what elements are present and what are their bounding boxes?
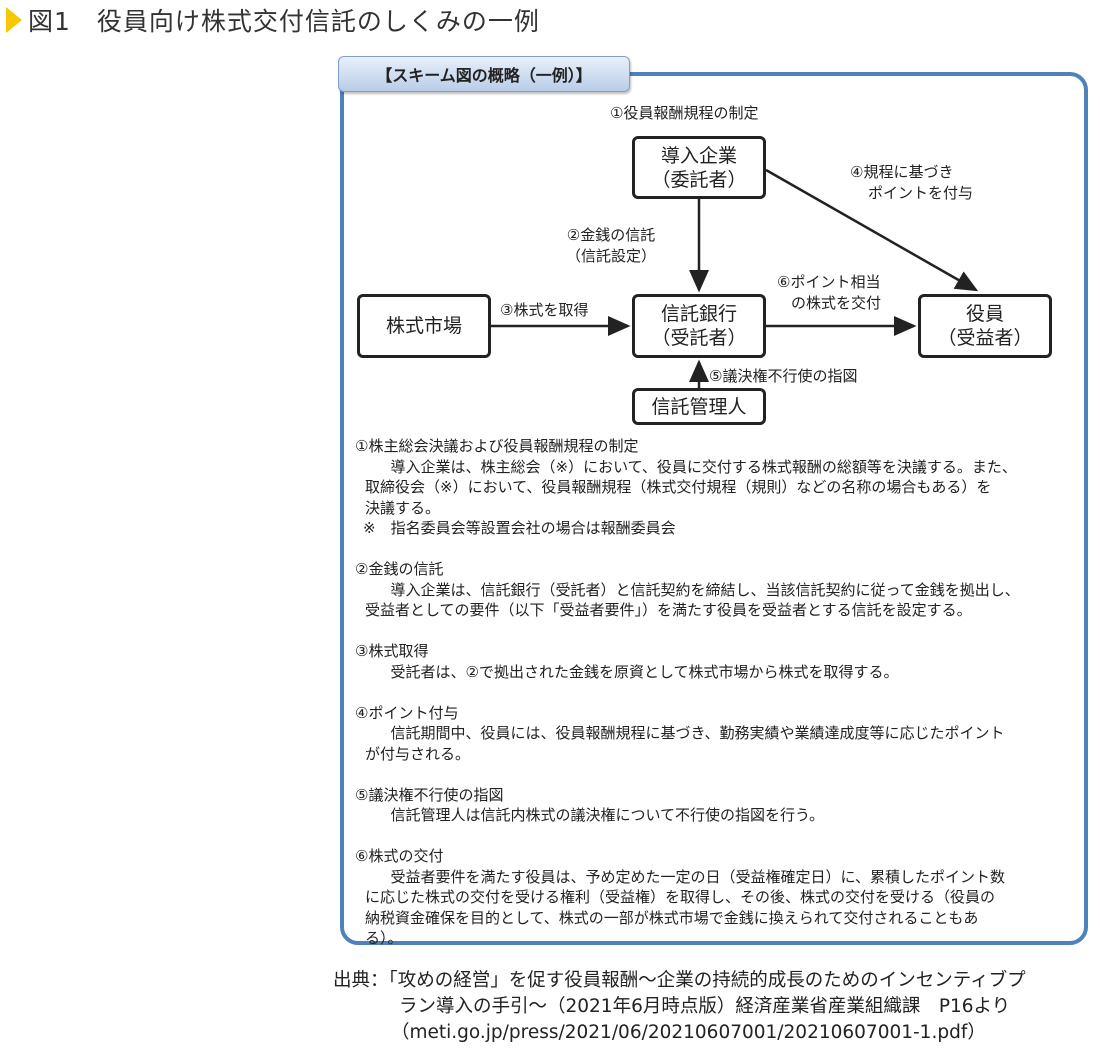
node-market: 株式市場 — [357, 294, 491, 358]
node-officer-name: 役員 — [965, 303, 1004, 325]
section: ②金銭の信託導入企業は、信託銀行（受託者）と信託契約を締結し、当該信託契約に従っ… — [355, 559, 1075, 621]
label-acquire: ③株式を取得 — [500, 301, 589, 319]
section-line: 決議する。 — [365, 498, 441, 517]
section-heading: ③株式取得 — [355, 642, 429, 660]
section-line: る）。 — [365, 929, 403, 947]
triangle-marker-icon — [6, 7, 22, 33]
section-heading: ②金銭の信託 — [355, 560, 444, 578]
label-deliver: ⑥ポイント相当 の株式を交付 — [777, 272, 881, 314]
section-line: 受託者は、②で拠出された金銭を原資として株式市場から株式を取得する。 — [390, 662, 899, 681]
section: ⑥株式の交付受益者要件を満たす役員は、予め定めた一定の日（受益権確定日）に、累積… — [355, 846, 1075, 949]
section-line: に応じた株式の交付を受ける権利（受益権）を取得し、その後、株式の交付を受ける（役… — [365, 888, 996, 906]
node-trust-bank-role: （受託者） — [651, 327, 747, 349]
label-points: ④規程に基づき ポイントを付与 — [850, 162, 973, 204]
section-line: 信託管理人は信託内株式の議決権について不行使の指図を行う。 — [390, 806, 825, 824]
node-administrator-name: 信託管理人 — [651, 395, 747, 418]
figure-title-text: 図1 役員向け株式交付信託のしくみの一例 — [28, 7, 540, 36]
node-officer-role: （受益者） — [937, 327, 1033, 349]
section-heading: ⑥株式の交付 — [355, 847, 444, 865]
section: ⑤議決権不行使の指図信託管理人は信託内株式の議決権について不行使の指図を行う。 — [355, 785, 1075, 826]
explanation-text: ①株主総会決議および役員報酬規程の制定導入企業は、株主総会（※）において、役員に… — [355, 436, 1075, 969]
node-company-name: 導入企業 — [660, 144, 737, 167]
label-money-trust: ②金銭の信託 （信託設定） — [566, 225, 656, 267]
section-line: 導入企業は、株主総会（※）において、役員に交付する株式報酬の総額等を決議する。ま… — [390, 457, 1017, 476]
label-deliver-2: の株式を交付 — [791, 294, 882, 312]
node-market-name: 株式市場 — [385, 315, 462, 337]
label-voting: ⑤議決権不行使の指図 — [709, 367, 858, 385]
node-officer: 役員 （受益者） — [918, 294, 1052, 358]
label-deliver-1: ⑥ポイント相当 — [777, 273, 881, 291]
section-heading: ①株主総会決議および役員報酬規程の制定 — [355, 437, 639, 455]
source-line-2: ラン導入の手引～（2021年6月時点版）経済産業省産業組織課 P16より — [399, 996, 1011, 1017]
section-line: 納税資金確保を目的として、株式の一部が株式市場で金銭に換えられて交付されることも… — [365, 908, 979, 927]
source-line-3: （meti.go.jp/press/2021/06/20210607001/20… — [391, 1022, 986, 1043]
source-citation: 出典：「攻めの経営」を促す役員報酬～企業の持続的成長のためのインセンティブプ ラ… — [333, 968, 1026, 1046]
section-line: が付与される。 — [365, 744, 471, 763]
source-line-1: 出典：「攻めの経営」を促す役員報酬～企業の持続的成長のためのインセンティブプ — [333, 970, 1026, 991]
node-company: 導入企業 （委託者） — [632, 136, 766, 199]
section-heading: ⑤議決権不行使の指図 — [355, 785, 504, 804]
arrow-points — [765, 168, 979, 292]
label-top: ①役員報酬規程の制定 — [610, 104, 759, 122]
section: ④ポイント付与信託期間中、役員には、役員報酬規程に基づき、勤務実績や業績達成度等… — [355, 703, 1075, 765]
label-points-2: ポイントを付与 — [868, 184, 974, 202]
label-money-trust-1: ②金銭の信託 — [566, 226, 656, 244]
section-line: 信託期間中、役員には、役員報酬規程に基づき、勤務実績や業績達成度等に応じたポイン… — [390, 724, 1005, 742]
section-line: 受益者要件を満たす役員は、予め定めた一定の日（受益権確定日）に、累積したポイント… — [390, 867, 1006, 886]
section: ③株式取得受託者は、②で拠出された金銭を原資として株式市場から株式を取得する。 — [355, 641, 1075, 682]
label-points-1: ④規程に基づき — [850, 163, 954, 181]
node-company-role: （委託者） — [651, 168, 747, 191]
section-line: 導入企業は、信託銀行（受託者）と信託契約を締結し、当該信託契約に従って金銭を拠出… — [390, 580, 1020, 599]
section: ①株主総会決議および役員報酬規程の制定導入企業は、株主総会（※）において、役員に… — [355, 436, 1075, 539]
section-line: 受益者としての要件（以下「受益者要件」）を満たす役員を受益者とする信託を設定する… — [365, 601, 972, 619]
section-heading: ④ポイント付与 — [355, 703, 459, 722]
scheme-frame — [340, 72, 1088, 945]
node-trust-bank-name: 信託銀行 — [660, 303, 737, 325]
scheme-tab: 【スキーム図の概略（一例）】 — [338, 56, 630, 92]
section-line: 取締役会（※）において、役員報酬規程（株式交付規程（規則）などの名称の場合もある… — [365, 478, 992, 496]
label-money-trust-2: （信託設定） — [566, 247, 657, 265]
section-line: ※ 指名委員会等設置会社の場合は報酬委員会 — [363, 519, 676, 537]
node-trust-bank: 信託銀行 （受託者） — [632, 294, 766, 358]
node-administrator: 信託管理人 — [632, 388, 766, 425]
figure-title: 図1 役員向け株式交付信託のしくみの一例 — [6, 2, 540, 38]
